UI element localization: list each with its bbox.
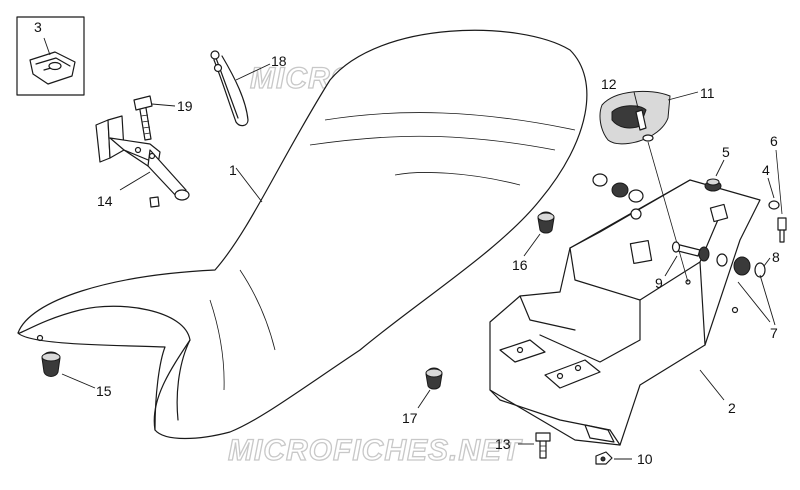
leader-7 <box>737 274 776 326</box>
part-15-buffer <box>36 334 96 389</box>
part-12-screw <box>633 91 654 142</box>
callout-16: 16 <box>512 257 528 273</box>
callout-5: 5 <box>722 144 730 160</box>
part-3-clip-nut <box>16 16 85 96</box>
part-16-buffer <box>523 211 555 257</box>
callout-11: 11 <box>700 85 715 101</box>
callout-17: 17 <box>402 410 418 426</box>
watermark-bottom: MICROFICHES.NET <box>228 434 523 467</box>
part-17-buffer <box>417 367 443 409</box>
callout-18: 18 <box>271 53 287 69</box>
callout-10: 10 <box>637 451 653 467</box>
callout-6: 6 <box>770 133 778 149</box>
callout-19: 19 <box>177 98 193 114</box>
part-2-tray <box>489 179 761 446</box>
part-18-cable-strap <box>210 50 271 127</box>
callout-15: 15 <box>96 383 112 399</box>
callout-1: 1 <box>229 162 237 178</box>
part-1-seat <box>17 29 588 440</box>
part-10-nut <box>595 451 632 465</box>
callout-9: 9 <box>655 275 663 291</box>
callout-2: 2 <box>728 400 736 416</box>
callout-13: 13 <box>495 436 511 452</box>
callout-12: 12 <box>601 76 617 92</box>
part-5-grommet <box>704 159 725 192</box>
part-9-bolt <box>664 241 701 277</box>
part-19-bolt <box>133 95 176 141</box>
callout-14: 14 <box>97 193 113 209</box>
part-14-bracket <box>95 115 190 208</box>
part-4-washer <box>767 177 780 210</box>
part-8-spacer <box>698 246 771 278</box>
callout-7: 7 <box>770 325 778 341</box>
part-6-screw <box>775 149 787 243</box>
callout-4: 4 <box>762 162 770 178</box>
callout-3: 3 <box>34 19 42 35</box>
leader-12-to-tray <box>647 141 689 283</box>
grommets-left <box>592 173 644 220</box>
callout-8: 8 <box>772 249 780 265</box>
part-13-bolt <box>518 432 551 459</box>
